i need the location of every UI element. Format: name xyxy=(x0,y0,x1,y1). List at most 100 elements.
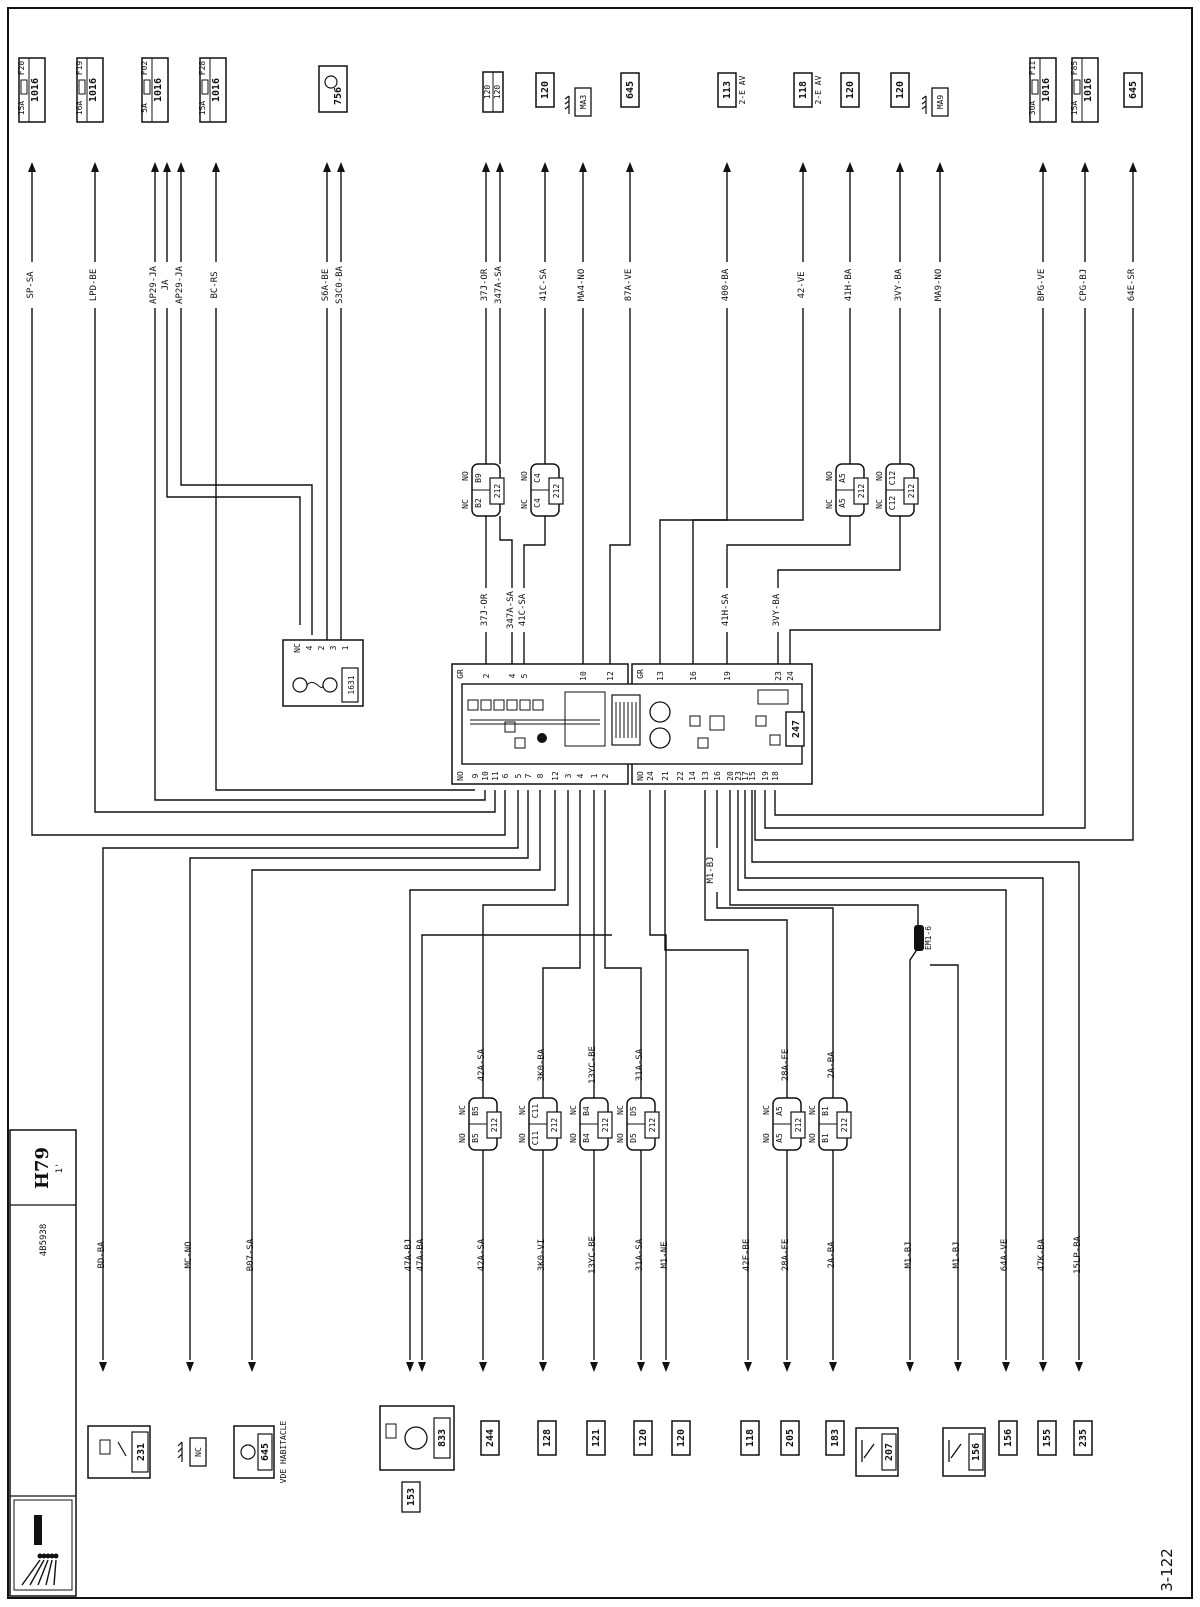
mid-wire-label: 41C-SA xyxy=(518,593,528,626)
mid-wire-label: 347A-SA xyxy=(506,590,516,629)
ground-label: MA9 xyxy=(936,95,945,110)
route-3k0 xyxy=(542,790,581,1098)
ecu-pin-label: 13 xyxy=(656,671,665,681)
arrow-up-icon xyxy=(337,162,345,172)
connector-note: 2-E AV xyxy=(814,75,823,104)
ecu-tag-box xyxy=(785,711,805,747)
relay-nc-label: NC xyxy=(875,499,884,509)
relay-pin-label: A5 xyxy=(838,498,847,508)
connector-box xyxy=(1073,1420,1093,1456)
arrow-down-icon xyxy=(906,1362,914,1372)
relay-nc-label: NC xyxy=(461,499,470,509)
connector-box-label: 120 xyxy=(676,1429,687,1447)
relay-tag-box xyxy=(903,477,919,505)
arrow-down-icon xyxy=(248,1362,256,1372)
relay-nc-label: NC xyxy=(808,1105,817,1115)
arrow-down-icon xyxy=(479,1362,487,1372)
relay-tag: 212 xyxy=(550,1118,559,1133)
device-tag-box xyxy=(257,1433,273,1471)
connector-box-label: 120 xyxy=(895,81,906,99)
bottom-wire-label: 47A-BJ xyxy=(404,1239,414,1272)
ecu-relay-icon xyxy=(493,699,505,711)
relay-tag-box xyxy=(836,1111,852,1139)
relay-tag: 212 xyxy=(552,484,561,499)
ecu-label: 247 xyxy=(791,720,802,738)
ecu-pin-label: 17 xyxy=(741,771,750,781)
ground-label: NC xyxy=(194,1447,203,1457)
relay-pin-label: B5 xyxy=(471,1106,480,1116)
ecu-pin-label: 10 xyxy=(579,671,588,681)
relay-pin-label: B2 xyxy=(474,498,483,508)
top-wire-label: 400-BA xyxy=(721,268,731,301)
ecu-pin-label: 12 xyxy=(551,771,560,781)
relay-no-label: NO xyxy=(518,1133,527,1143)
connector-note: 2-E AV xyxy=(738,75,747,104)
connector-box-label: 244 xyxy=(485,1429,496,1447)
ecu-pin-label: 18 xyxy=(771,771,780,781)
connector-box-label: 121 xyxy=(591,1429,602,1447)
arrow-up-icon xyxy=(541,162,549,172)
fuse-icon xyxy=(1031,79,1039,95)
sub-module-label: 1631 xyxy=(347,675,356,694)
ecu-subboard xyxy=(564,691,606,747)
switch-label: 156 xyxy=(971,1443,982,1461)
switch-label: 207 xyxy=(884,1443,895,1461)
route-b07 xyxy=(251,790,541,1360)
route-ap29b xyxy=(180,340,313,635)
relay-no-label: NO xyxy=(458,1133,467,1143)
device-note: VDE HABITACLE xyxy=(279,1421,288,1484)
connector-box xyxy=(998,1420,1018,1456)
ecu-pin-label: 13 xyxy=(701,771,710,781)
route-lpd-be xyxy=(94,340,496,813)
bottom-wire-label: 2A-BA xyxy=(827,1241,837,1269)
connector-box xyxy=(825,1420,845,1456)
title-code: H79 xyxy=(32,1147,53,1189)
connector-box xyxy=(633,1420,653,1456)
route-15lp xyxy=(751,790,1080,1360)
arrow-up-icon xyxy=(723,162,731,172)
connector-logo-icon xyxy=(13,1499,73,1591)
arrow-up-icon xyxy=(1039,162,1047,172)
fuse-box-label: 1016 xyxy=(153,78,164,102)
fuse-rating: 15A xyxy=(17,101,26,116)
relay-tag-box xyxy=(548,477,564,505)
arrow-down-icon xyxy=(590,1362,598,1372)
ecu-relay-icon xyxy=(514,737,526,749)
arrow-down-icon xyxy=(954,1362,962,1372)
bottom-wire-label: 15LP-BA xyxy=(1073,1235,1083,1274)
relay-tag: 212 xyxy=(601,1118,610,1133)
motor-relay-icon xyxy=(385,1423,397,1439)
relay-coil-icon xyxy=(99,1439,111,1455)
connector-box xyxy=(401,1481,421,1513)
arrow-up-icon xyxy=(846,162,854,172)
relay-tag-box xyxy=(790,1111,806,1139)
ecu-relay-icon xyxy=(519,699,531,711)
ecu-pin-label: 2 xyxy=(482,673,491,678)
fan-icon xyxy=(240,1444,256,1460)
relay-upper-wire-label: 28A-FE xyxy=(781,1049,791,1082)
top-relays: B9B2NONC212C4C4NONC212A5A5NONC212C12C12N… xyxy=(461,463,919,517)
arrow-down-icon xyxy=(783,1362,791,1372)
relay-nc-label: NC xyxy=(458,1105,467,1115)
connector-box-label: 235 xyxy=(1078,1429,1089,1447)
ecu-relay-icon xyxy=(506,699,518,711)
route-42f xyxy=(664,790,749,1360)
route-mc xyxy=(189,790,529,1360)
arrow-down-icon xyxy=(539,1362,547,1372)
relay-nc-label: NC xyxy=(520,499,529,509)
bottom-wire-label: M1-BJ xyxy=(904,1241,914,1268)
switch-tag-box xyxy=(881,1433,897,1471)
fuse-icon xyxy=(201,79,209,95)
route-2a xyxy=(716,790,834,1148)
label-knockout xyxy=(506,588,518,632)
route-47k xyxy=(744,790,1044,1360)
relay-upper-wire-label: 3K0-BA xyxy=(537,1048,547,1081)
ecu-pin-label: 15 xyxy=(748,771,757,781)
top-wire-label: 37J-OR xyxy=(480,268,490,301)
connector-box xyxy=(740,1420,760,1456)
relay-no-label: NO xyxy=(616,1133,625,1143)
fuse-box-label: 1016 xyxy=(30,78,41,102)
ecu-header: GR xyxy=(456,669,465,679)
connector-box xyxy=(717,72,737,108)
